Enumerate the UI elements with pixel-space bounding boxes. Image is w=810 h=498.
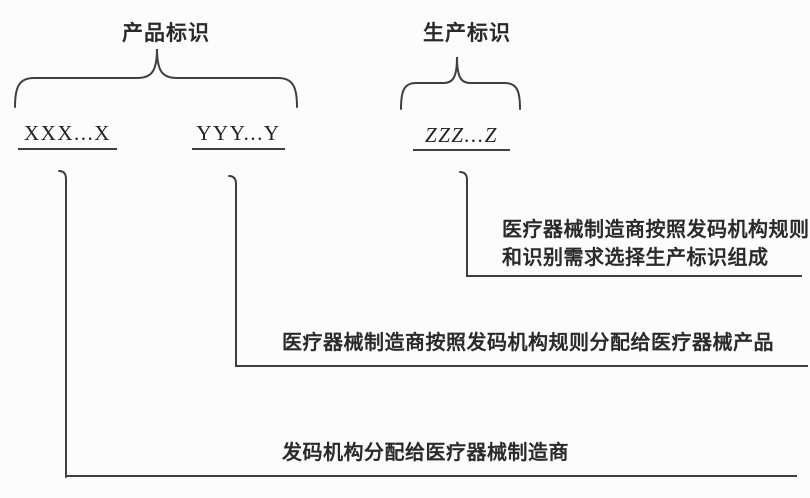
code-xxx-underline [18, 148, 117, 150]
annotation-device-product: 医疗器械制造商按照发码机构规则分配给医疗器械产品 [282, 332, 774, 354]
annotation-y-rule [235, 365, 808, 367]
code-zzz-underline [413, 149, 510, 151]
production-group-brace-icon [400, 56, 521, 110]
connector-zzz-vertical [459, 171, 468, 277]
connector-yyy-vertical [228, 175, 237, 367]
annotation-production-identifier: 医疗器械制造商按照发码机构规则 和识别需求选择生产标识组成 [502, 216, 810, 272]
code-yyy: YYY...Y [196, 121, 281, 145]
connector-xxx-vertical [58, 170, 67, 478]
production-identifier-label: 生产标识 [423, 22, 511, 45]
code-yyy-underline [192, 148, 285, 150]
product-group-brace-icon [14, 48, 298, 108]
code-zzz: ZZZ...Z [425, 123, 498, 147]
annotation-issuing-agency: 发码机构分配给医疗器械制造商 [282, 442, 569, 464]
code-xxx: XXX...X [24, 121, 111, 145]
annotation-x-rule [65, 475, 797, 477]
annotation-z-rule [466, 275, 802, 277]
annotation-production-line2: 和识别需求选择生产标识组成 [502, 247, 769, 269]
product-identifier-label: 产品标识 [122, 22, 210, 45]
annotation-production-line1: 医疗器械制造商按照发码机构规则 [502, 219, 810, 241]
